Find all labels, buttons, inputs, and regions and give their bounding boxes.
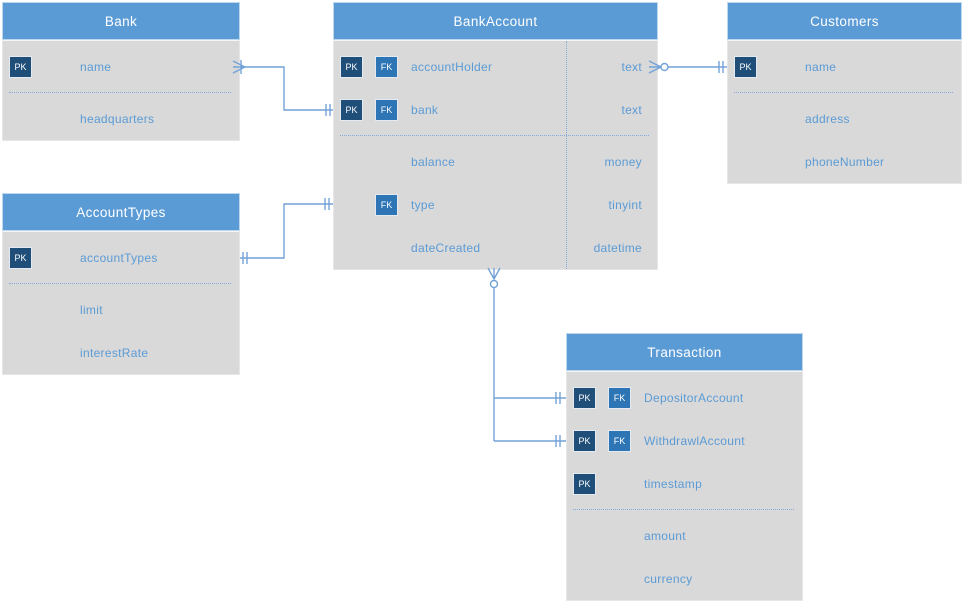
field-datatype: money xyxy=(604,154,642,169)
pk-badge: PK xyxy=(573,386,596,409)
key-separator xyxy=(567,505,802,514)
field-row: PK accountTypes xyxy=(3,236,239,279)
fk-badge: FK xyxy=(375,55,398,78)
field-row: PK timestamp xyxy=(567,462,802,505)
pk-badge: PK xyxy=(734,55,757,78)
field-name: bank xyxy=(411,102,439,117)
entity-title: Bank xyxy=(2,2,240,40)
zero-circle-icon xyxy=(489,279,499,289)
one-and-only-one-icon xyxy=(555,435,561,447)
relationship-bank-bankaccount[interactable] xyxy=(232,60,333,116)
field-row: amount xyxy=(567,514,802,557)
one-and-only-one-icon xyxy=(324,198,330,210)
field-name: type xyxy=(411,197,435,212)
connector-line xyxy=(493,287,566,442)
field-name: headquarters xyxy=(80,111,155,126)
field-name: timestamp xyxy=(644,476,703,491)
entity-body: PK accountTypes limit interestRate xyxy=(2,231,240,375)
pk-badge: PK xyxy=(9,246,32,269)
field-name: name xyxy=(80,59,112,74)
field-row: phoneNumber xyxy=(728,140,961,183)
key-separator xyxy=(334,131,657,140)
pk-badge: PK xyxy=(573,429,596,452)
one-and-only-one-icon xyxy=(325,104,331,116)
field-name: limit xyxy=(80,302,103,317)
field-row: headquarters xyxy=(3,97,239,140)
field-name: dateCreated xyxy=(411,240,481,255)
field-row: currency xyxy=(567,557,802,600)
field-row: PK name xyxy=(3,45,239,88)
key-separator xyxy=(3,88,239,97)
fk-badge: FK xyxy=(375,193,398,216)
zero-circle-icon xyxy=(660,62,669,72)
relationship-bankaccount-transaction[interactable] xyxy=(487,267,566,447)
field-name: balance xyxy=(411,154,456,169)
pk-badge: PK xyxy=(573,472,596,495)
fk-badge: FK xyxy=(375,98,398,121)
field-row: address xyxy=(728,97,961,140)
field-datatype: datetime xyxy=(593,240,642,255)
entity-bankaccount[interactable]: BankAccount PK FK accountHolder text PK … xyxy=(333,2,658,270)
field-row: balance money xyxy=(334,140,657,183)
field-row: FK type tinyint xyxy=(334,183,657,226)
field-datatype: text xyxy=(621,59,642,74)
key-separator xyxy=(3,279,239,288)
entity-body: PK FK accountHolder text PK FK bank text… xyxy=(333,40,658,270)
field-row: interestRate xyxy=(3,331,239,374)
field-name: name xyxy=(805,59,837,74)
connector-line xyxy=(240,66,333,111)
entity-title: Transaction xyxy=(566,333,803,371)
entity-body: PK name headquarters xyxy=(2,40,240,141)
connector-line xyxy=(240,203,333,259)
entity-body: PK name address phoneNumber xyxy=(727,40,962,184)
entity-title: BankAccount xyxy=(333,2,658,40)
entity-title: AccountTypes xyxy=(2,193,240,231)
field-name: address xyxy=(805,111,850,126)
field-row: PK FK accountHolder text xyxy=(334,45,657,88)
field-name: WithdrawlAccount xyxy=(644,433,745,448)
field-row: limit xyxy=(3,288,239,331)
relationship-accounttypes-bankaccount[interactable] xyxy=(240,198,333,264)
field-row: dateCreated datetime xyxy=(334,226,657,269)
pk-badge: PK xyxy=(340,55,363,78)
field-name: amount xyxy=(644,528,686,543)
fk-badge: FK xyxy=(608,429,631,452)
entity-customers[interactable]: Customers PK name address phoneNumber xyxy=(727,2,962,184)
entity-body: PK FK DepositorAccount PK FK WithdrawlAc… xyxy=(566,371,803,601)
fk-badge: FK xyxy=(608,386,631,409)
field-row: PK FK bank text xyxy=(334,88,657,131)
entity-bank[interactable]: Bank PK name headquarters xyxy=(2,2,240,141)
datatype-column-divider xyxy=(566,41,567,269)
field-name: currency xyxy=(644,571,693,586)
field-name: accountHolder xyxy=(411,59,493,74)
one-and-only-one-icon xyxy=(555,392,561,404)
field-datatype: text xyxy=(621,102,642,117)
one-and-only-one-icon xyxy=(718,61,724,73)
field-name: DepositorAccount xyxy=(644,390,744,405)
field-row: PK name xyxy=(728,45,961,88)
pk-badge: PK xyxy=(9,55,32,78)
field-name: phoneNumber xyxy=(805,154,885,169)
one-and-only-one-icon xyxy=(242,252,248,264)
field-name: interestRate xyxy=(80,345,149,360)
entity-title: Customers xyxy=(727,2,962,40)
field-name: accountTypes xyxy=(80,250,158,265)
field-row: PK FK DepositorAccount xyxy=(567,376,802,419)
entity-accounttypes[interactable]: AccountTypes PK accountTypes limit inter… xyxy=(2,193,240,375)
entity-transaction[interactable]: Transaction PK FK DepositorAccount PK FK… xyxy=(566,333,803,601)
field-datatype: tinyint xyxy=(608,197,642,212)
pk-badge: PK xyxy=(340,98,363,121)
relationship-bankaccount-customers[interactable] xyxy=(648,60,727,74)
field-row: PK FK WithdrawlAccount xyxy=(567,419,802,462)
key-separator xyxy=(728,88,961,97)
